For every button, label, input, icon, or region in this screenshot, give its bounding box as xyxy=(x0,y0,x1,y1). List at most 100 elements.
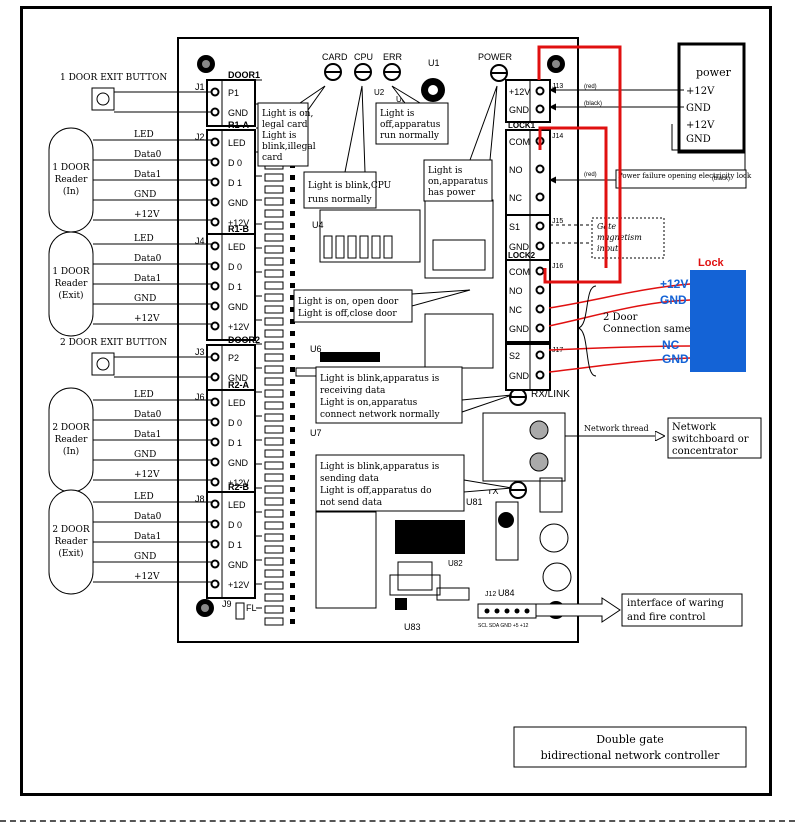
pin-label: GND xyxy=(228,560,249,570)
note-line: Light is on, open door xyxy=(298,297,399,307)
resistor-icon xyxy=(264,173,295,182)
interface-arrow xyxy=(535,597,621,623)
reader-name: Reader xyxy=(55,279,89,289)
label-u83: U83 xyxy=(404,622,421,632)
reader-wire-label: GND xyxy=(134,552,156,562)
pin-terminal-icon xyxy=(535,241,545,251)
reader-wire-label: Data1 xyxy=(134,170,161,180)
note-line: off,apparatus xyxy=(380,120,441,130)
reader-wire-label: Data1 xyxy=(134,274,161,284)
pin-label: NO xyxy=(509,165,523,175)
pin-label: COM xyxy=(509,137,530,147)
pin-label: +12V xyxy=(228,478,249,488)
pin-label: P1 xyxy=(228,88,239,98)
network-thread-label: Network thread xyxy=(584,424,649,433)
resistor-icon xyxy=(264,413,295,422)
interface-box xyxy=(621,593,743,627)
connector-id: J13 xyxy=(552,83,563,90)
red-power-loop xyxy=(537,45,622,284)
svg-text:TX: TX xyxy=(487,486,499,496)
pin-terminal-icon xyxy=(210,157,220,167)
pin-terminal-icon xyxy=(210,241,220,251)
exit-button-label: 2 DOOR EXIT BUTTON xyxy=(60,338,167,348)
pin-label: D 1 xyxy=(228,438,242,448)
connector-group: DOOR1 xyxy=(228,70,260,80)
reader-wire-label: LED xyxy=(134,130,154,140)
svg-text:RX/LINK: RX/LINK xyxy=(531,389,570,400)
label-u1-text: U1 xyxy=(428,58,440,68)
note-line: Light is off,close door xyxy=(298,309,397,319)
pin-label: D 0 xyxy=(228,418,242,428)
reader-wire-label: Data0 xyxy=(134,150,162,160)
label-u3: U3 xyxy=(396,95,407,104)
label-j9: J9 xyxy=(222,599,232,609)
pin-terminal-icon xyxy=(210,87,220,97)
pin-terminal-icon xyxy=(535,285,545,295)
note-line: run normally xyxy=(380,131,440,141)
label-u84: U84 xyxy=(498,588,515,598)
reader-name: 2 DOOR xyxy=(52,423,90,433)
push-button-icon xyxy=(96,92,110,106)
pin-terminal-icon xyxy=(210,372,220,382)
connector-id: J17 xyxy=(552,347,563,354)
note-line: runs normally xyxy=(308,195,373,205)
network-box-l2: switchboard or xyxy=(672,434,749,445)
pin-label: +12V xyxy=(509,87,530,97)
note-line: Light is on,apparatus xyxy=(320,398,418,408)
pin-label: GND xyxy=(509,371,530,381)
reader-name: 1 DOOR xyxy=(52,267,90,277)
reader-wire-label: Data0 xyxy=(134,512,162,522)
wire-label-red: (red) xyxy=(584,84,597,90)
reader-wire-label: Data1 xyxy=(134,430,161,440)
led-err: ERR xyxy=(383,52,403,81)
lock-wire-12v: +12V xyxy=(660,277,688,291)
reader-wire-label: Data0 xyxy=(134,410,162,420)
reader-name: Reader xyxy=(55,435,89,445)
connector-id: J2 xyxy=(195,132,205,142)
network-switch-box xyxy=(667,417,762,459)
pin-label: D 1 xyxy=(228,282,242,292)
reader-wire-label: GND xyxy=(134,190,156,200)
pin-terminal-icon xyxy=(210,417,220,427)
lock-wires xyxy=(548,283,691,373)
connector-id: J14 xyxy=(552,133,563,140)
resistor-icon xyxy=(264,533,295,542)
power-supply: power +12V GND +12V GND xyxy=(677,42,746,154)
resistor-icon xyxy=(264,461,295,470)
pin-terminal-icon xyxy=(210,499,220,509)
pin-terminal-icon xyxy=(535,370,545,380)
pin-terminal-icon xyxy=(210,457,220,467)
pin-label: P2 xyxy=(228,353,239,363)
power-wires xyxy=(549,86,746,184)
resistor-icon xyxy=(264,485,295,494)
network-box-l3: concentrator xyxy=(672,446,738,457)
power-pin-12v-2: +12V xyxy=(686,120,715,131)
connector-group: R1-B xyxy=(228,224,250,234)
pin-terminal-icon xyxy=(210,107,220,117)
resistor-icon xyxy=(264,425,295,434)
pin-label: GND xyxy=(228,108,249,118)
pin-label: COM xyxy=(509,267,530,277)
resistor-icon xyxy=(264,353,295,362)
rj45-port xyxy=(482,412,566,482)
resistor-icon xyxy=(264,269,295,278)
network-box-l1: Network xyxy=(672,422,717,433)
gate-magnetism-box xyxy=(591,217,665,259)
reader-name: 1 DOOR xyxy=(52,163,90,173)
lock-wire-gnd-2: GND xyxy=(662,352,689,366)
pin-label: LED xyxy=(228,398,246,408)
power-pin-gnd-2: GND xyxy=(686,134,711,145)
resistor-icon xyxy=(264,221,295,230)
note-line: legal card xyxy=(262,120,308,130)
pin-label: NC xyxy=(509,193,522,203)
resistor-icon xyxy=(264,509,295,518)
chip-u6 xyxy=(320,352,380,362)
